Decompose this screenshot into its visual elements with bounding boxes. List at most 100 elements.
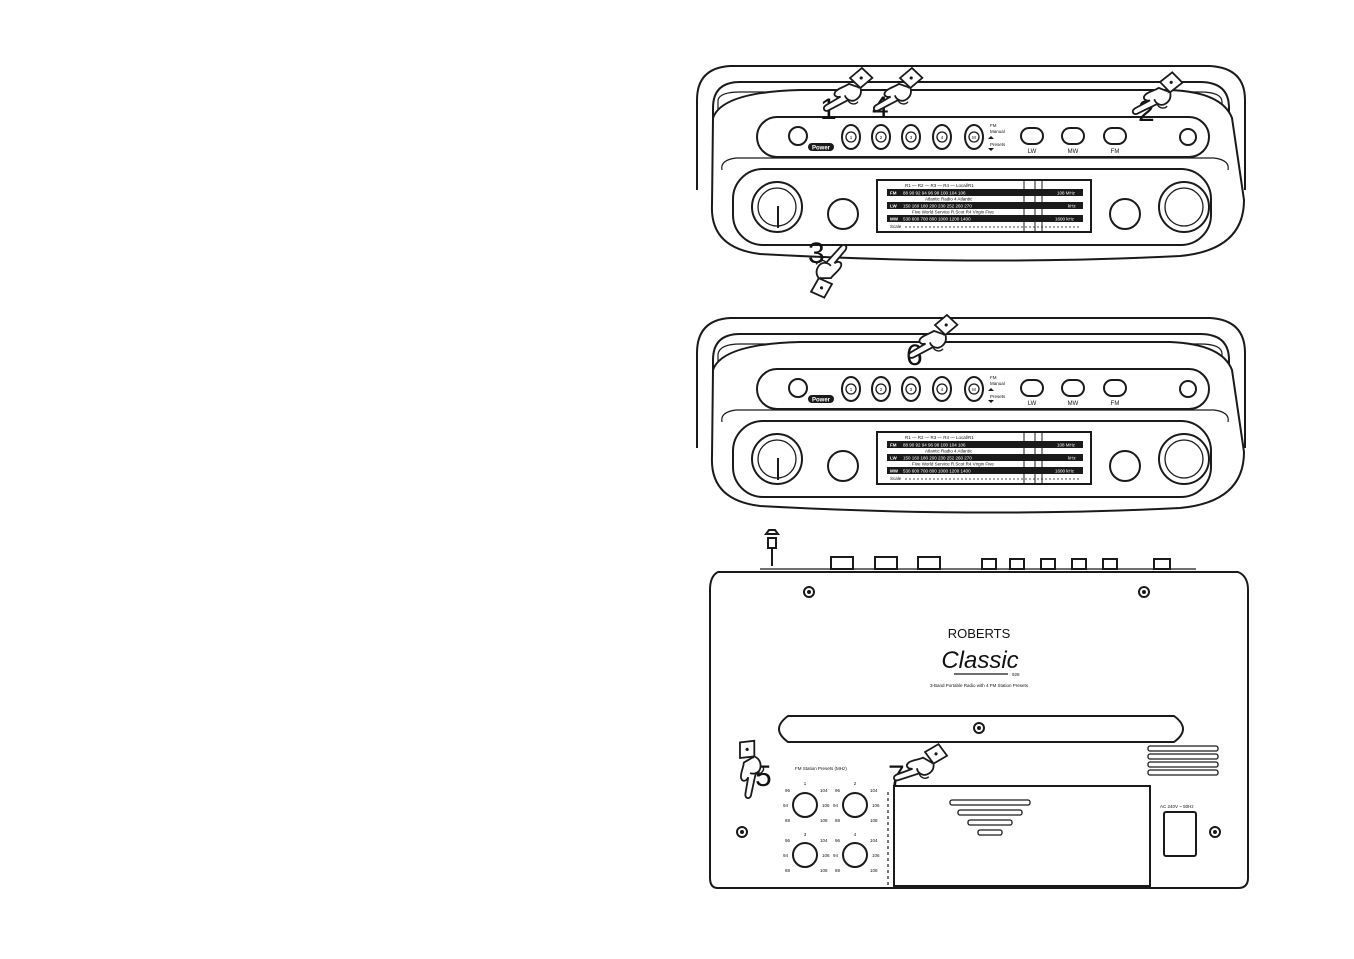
svg-text:1: 1 [850,387,853,392]
power-rating: AC 240V ~ 50Hz [1160,804,1194,809]
svg-text:FM: FM [1111,401,1120,407]
top-button [1153,558,1171,570]
tuning-knob-small[interactable] [1109,450,1141,482]
svg-text:M: M [972,135,976,140]
tuning-dial: R1 — R2 — R3 — R4 — Local/R1 FM 88 90 92… [876,179,1092,233]
top-button [1102,558,1118,570]
model-number: 928 [1012,672,1020,677]
svg-text:106: 106 [872,853,880,858]
preset-trimmer-2[interactable]: 2 96 104 94 106 88 108 [833,781,880,823]
top-edge-controls [758,529,1198,573]
svg-text:R1 — R2 — R3 — R4 — Local/R1: R1 — R2 — R3 — R4 — Local/R1 [905,435,974,440]
carry-handle [696,65,1246,190]
svg-text:kHz: kHz [1068,456,1076,461]
svg-text:2: 2 [880,387,883,392]
svg-text:94: 94 [783,803,789,808]
svg-text:94: 94 [833,803,839,808]
top-button [1009,558,1025,570]
svg-text:4: 4 [941,387,944,392]
power-button[interactable] [788,126,808,146]
ac-socket[interactable] [1163,811,1197,857]
svg-text:108: 108 [820,868,828,873]
band-fm-button[interactable] [1103,127,1127,145]
mode-presets-label: Presets [990,394,1006,399]
back-view: ROBERTS Classic 928 3-Band Portable Radi… [709,529,1249,889]
svg-text:150 160 180 200 230 2: 150 160 180 200 230 252 260 270 [903,456,972,461]
mode-presets-label: Presets [990,142,1006,147]
svg-text:Atlantic Radio 4 Atla: Atlantic Radio 4 Atlantic [925,449,973,454]
svg-text:108 MHz: 108 MHz [1057,191,1076,196]
svg-text:LW: LW [1028,149,1037,155]
tuning-dial: R1 — R2 — R3 — R4 — Local/R1 FM 88 90 92… [876,431,1092,485]
svg-text:R1 — R2 — R3 — R4 — Local/R1: R1 — R2 — R3 — R4 — Local/R1 [905,183,974,188]
svg-text:MW: MW [1068,401,1079,407]
svg-text:96: 96 [785,838,791,843]
preset-trimmer-4[interactable]: 4 96 104 94 106 88 108 [833,832,880,873]
arrow-down-icon [988,400,994,403]
svg-text:106: 106 [822,853,830,858]
mode-fm-label: FM [990,123,997,128]
svg-text:3: 3 [804,832,807,837]
svg-text:3: 3 [910,387,913,392]
band-fm-button[interactable] [1103,379,1127,397]
svg-text:MW: MW [890,469,899,474]
tone-knob[interactable] [827,198,859,230]
presets-title: FM Station Presets (MHz) [795,766,847,771]
vent-grille [1147,745,1219,776]
antenna-icon [767,537,777,549]
svg-text:108 MHz: 108 MHz [1057,443,1076,448]
mode-manual-label: Manual [990,129,1005,134]
svg-text:3: 3 [910,135,913,140]
indicator-light [1179,380,1197,398]
svg-text:108: 108 [820,818,828,823]
band-lw-button[interactable] [1020,127,1044,145]
model-script: Classic [941,647,1018,674]
preset-trimmer-1[interactable]: 1 96 104 94 106 88 108 [783,781,830,823]
svg-text:1: 1 [850,135,853,140]
band-mw-button[interactable] [1061,127,1085,145]
svg-text:94: 94 [783,853,789,858]
svg-text:94: 94 [833,853,839,858]
svg-text:FM: FM [1111,149,1120,155]
svg-text:Five World Service R.Scot R: Five World Service R.Scot R4 Virgin Five [912,210,994,215]
top-button [1040,558,1056,570]
power-button[interactable] [788,378,808,398]
svg-text:1: 1 [804,781,807,786]
front-view-bottom: Power 1 2 3 4 M FM Manual Presets LW MW … [696,308,1246,514]
svg-text:Atlantic Radio 4 Atla: Atlantic Radio 4 Atlantic [925,197,973,202]
svg-text:108: 108 [870,818,878,823]
arrow-down-icon [988,148,994,151]
front-view-top: Power 1 2 3 4 M FM Manual Presets LW [696,61,1246,301]
svg-text:LW: LW [890,456,898,461]
band-mw-button[interactable] [1061,379,1085,397]
svg-text:104: 104 [820,838,828,843]
power-label: Power [812,146,831,152]
svg-text:106: 106 [872,803,880,808]
callout-3: 3 [808,237,825,270]
svg-text:530 600 700 800 1000 1: 530 600 700 800 1000 1200 1400 [903,217,971,222]
svg-text:FM: FM [890,191,897,196]
svg-text:104: 104 [870,788,878,793]
svg-text:LW: LW [1028,401,1037,407]
svg-text:108: 108 [870,868,878,873]
svg-text:MW: MW [1068,149,1079,155]
svg-text:104: 104 [870,838,878,843]
tone-knob[interactable] [827,450,859,482]
svg-text:96: 96 [785,788,791,793]
preset-trimmer-3[interactable]: 3 96 104 94 106 88 108 [783,832,830,873]
svg-text:88: 88 [835,818,841,823]
svg-text:88: 88 [785,818,791,823]
top-button [1071,558,1087,570]
band-lw-button[interactable] [1020,379,1044,397]
svg-text:Scale: Scale [890,476,902,481]
tuning-knob-small[interactable] [1109,198,1141,230]
svg-text:4: 4 [854,832,857,837]
svg-text:1600 kHz: 1600 kHz [1055,469,1075,474]
svg-text:150 160 180 200 230 2: 150 160 180 200 230 252 260 270 [903,204,972,209]
carry-handle [696,317,1246,448]
svg-text:96: 96 [835,838,841,843]
top-button [830,556,854,570]
arrow-up-icon [988,136,994,139]
svg-text:88: 88 [835,868,841,873]
